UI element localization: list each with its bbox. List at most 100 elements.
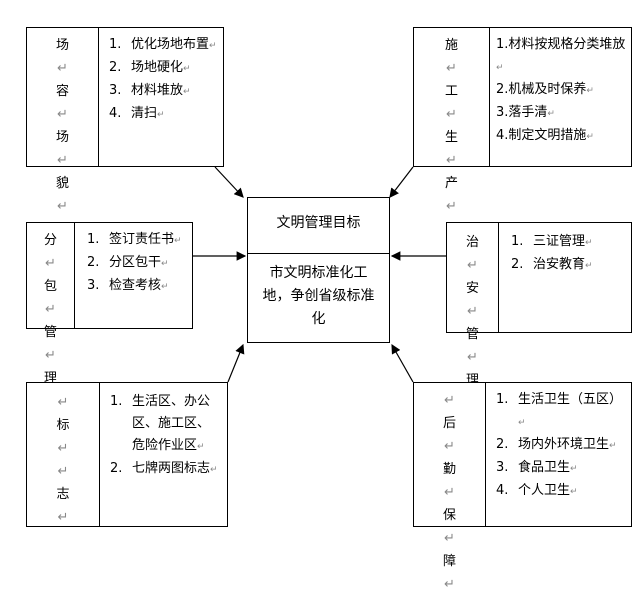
box-label: 场↵ 容↵ 场↵ 貌↵ — [27, 28, 99, 214]
list-item: 4.制定文明措施↵ — [496, 128, 594, 143]
paragraph-mark-icon: ↵ — [444, 531, 455, 546]
box-construction-production: 施↵ 工↵ 生↵ 产↵ 1.材料按规格分类堆放↵ 2.机械及时保养↵ 3.落手清… — [413, 27, 632, 214]
label-char: 管↵ — [447, 323, 498, 369]
list-item: 2.分区包干↵ — [87, 255, 169, 270]
list-item: 2.场内外环境卫生↵ — [496, 437, 617, 452]
paragraph-mark-icon: ↵ — [174, 236, 182, 246]
paragraph-mark-icon: ↵ — [586, 132, 594, 142]
paragraph-mark-icon: ↵ — [570, 487, 578, 497]
label-char: 后↵ — [414, 412, 485, 458]
label-char: ↵ — [414, 389, 485, 412]
list-item: 2.机械及时保养↵ — [496, 82, 594, 97]
label-char: 生↵ — [414, 126, 489, 172]
center-title: 文明管理目标 — [276, 215, 361, 231]
paragraph-mark-icon: ↵ — [446, 61, 457, 76]
paragraph-mark-icon: ↵ — [57, 464, 69, 479]
paragraph-mark-icon: ↵ — [585, 261, 593, 271]
paragraph-mark-icon: ↵ — [547, 109, 555, 119]
paragraph-mark-icon: ↵ — [496, 63, 504, 73]
list-item: 3.食品卫生↵ — [496, 460, 578, 475]
paragraph-mark-icon: ↵ — [586, 86, 594, 96]
label-char: 治↵ — [447, 231, 498, 277]
center-body: 市文明标准化工地，争创省级标准化 — [262, 265, 375, 327]
list-item: 1.优化场地布置↵ — [109, 37, 217, 52]
list-item: 1.生活卫生（五区）↵ — [496, 392, 623, 428]
box-security-management: 治↵ 安↵ 管↵ 理↵ 1.三证管理↵ 2.治安教育↵ — [446, 222, 632, 411]
arrow-top-right — [389, 166, 414, 198]
paragraph-mark-icon: ↵ — [57, 510, 69, 525]
label-char: 工↵ — [414, 80, 489, 126]
label-char: 施↵ — [414, 34, 489, 80]
label-char: ↵ — [27, 460, 99, 483]
box-label: 施↵ 工↵ 生↵ 产↵ — [414, 28, 490, 214]
paragraph-mark-icon: ↵ — [585, 238, 593, 248]
list-item: 3.检查考核↵ — [87, 278, 169, 293]
label-char: 保↵ — [414, 504, 485, 550]
paragraph-mark-icon: ↵ — [45, 256, 56, 271]
paragraph-mark-icon: ↵ — [183, 64, 191, 74]
box-subcontract-management: 分↵ 包↵ 管↵ 理↵ 1.签订责任书↵ 2.分区包干↵ 3.检查考核↵ — [26, 222, 193, 409]
list-item: 1.三证管理↵ — [511, 234, 593, 249]
box-list: 1.三证管理↵ 2.治安教育↵ — [499, 223, 631, 332]
paragraph-mark-icon: ↵ — [446, 199, 457, 214]
arrow-top-left — [214, 166, 244, 198]
box-label: 治↵ 安↵ 管↵ 理↵ — [447, 223, 499, 411]
paragraph-mark-icon: ↵ — [57, 153, 68, 168]
paragraph-mark-icon: ↵ — [446, 107, 457, 122]
label-char: 包↵ — [27, 275, 74, 321]
center-goal-box: 文明管理目标 市文明标准化工地，争创省级标准化 — [247, 197, 390, 343]
list-item: 2.场地硬化↵ — [109, 60, 191, 75]
paragraph-mark-icon: ↵ — [210, 465, 218, 475]
list-item: 1.生活区、办公区、施工区、危险作业区↵ — [110, 394, 211, 453]
paragraph-mark-icon: ↵ — [444, 393, 455, 408]
box-site-appearance: 场↵ 容↵ 场↵ 貌↵ 1.优化场地布置↵ 2.场地硬化↵ 3.材料堆放↵ 4.… — [26, 27, 224, 214]
box-label: 分↵ 包↵ 管↵ 理↵ — [27, 223, 75, 409]
paragraph-mark-icon: ↵ — [467, 258, 478, 273]
paragraph-mark-icon: ↵ — [57, 199, 68, 214]
paragraph-mark-icon: ↵ — [45, 302, 56, 317]
paragraph-mark-icon: ↵ — [444, 485, 455, 500]
box-logistics-support: ↵ 后↵ 勤↵ 保↵ 障↵ 1.生活卫生（五区）↵ 2.场内外环境卫生↵ 3.食… — [413, 382, 632, 592]
label-char: 勤↵ — [414, 458, 485, 504]
paragraph-mark-icon: ↵ — [161, 259, 169, 269]
arrow-bottom-right — [391, 343, 414, 383]
paragraph-mark-icon: ↵ — [45, 348, 56, 363]
box-list: 1.生活卫生（五区）↵ 2.场内外环境卫生↵ 3.食品卫生↵ 4.个人卫生↵ — [486, 383, 631, 526]
label-char: 貌↵ — [27, 172, 98, 218]
list-item: 1.签订责任书↵ — [87, 232, 182, 247]
paragraph-mark-icon: ↵ — [444, 439, 455, 454]
arrow-bottom-left — [227, 343, 245, 383]
paragraph-mark-icon: ↵ — [57, 107, 68, 122]
connector-arrows — [193, 166, 446, 383]
list-item: 3.落手清↵ — [496, 105, 555, 120]
paragraph-mark-icon: ↵ — [157, 110, 165, 120]
list-item: 2.治安教育↵ — [511, 257, 593, 272]
paragraph-mark-icon: ↵ — [570, 464, 578, 474]
paragraph-mark-icon: ↵ — [161, 282, 169, 292]
paragraph-mark-icon: ↵ — [518, 418, 526, 428]
list-item: 1.材料按规格分类堆放↵ — [496, 37, 626, 73]
label-char: ↵ — [27, 391, 99, 414]
paragraph-mark-icon: ↵ — [467, 304, 478, 319]
box-label: ↵ 后↵ 勤↵ 保↵ 障↵ — [414, 383, 486, 592]
label-char: 分↵ — [27, 229, 74, 275]
list-item: 4.清扫↵ — [109, 106, 165, 121]
paragraph-mark-icon: ↵ — [197, 442, 205, 452]
list-item: 3.材料堆放↵ — [109, 83, 191, 98]
paragraph-mark-icon: ↵ — [444, 577, 455, 592]
box-list: 1.材料按规格分类堆放↵ 2.机械及时保养↵ 3.落手清↵ 4.制定文明措施↵ — [490, 28, 631, 166]
paragraph-mark-icon: ↵ — [467, 350, 478, 365]
box-list: 1.优化场地布置↵ 2.场地硬化↵ 3.材料堆放↵ 4.清扫↵ — [99, 28, 223, 166]
paragraph-mark-icon: ↵ — [57, 441, 69, 456]
box-list: 1.生活区、办公区、施工区、危险作业区↵ 2.七牌两图标志↵ — [100, 383, 227, 526]
label-char: 场↵ — [27, 126, 98, 172]
list-item: 4.个人卫生↵ — [496, 483, 578, 498]
paragraph-mark-icon: ↵ — [609, 441, 617, 451]
list-item: 2.七牌两图标志↵ — [110, 461, 218, 476]
label-char: 障↵ — [414, 550, 485, 596]
label-char: 容↵ — [27, 80, 98, 126]
box-signage: ↵ 标↵ ↵ 志↵ 1.生活区、办公区、施工区、危险作业区↵ 2.七牌两图标志↵ — [26, 382, 228, 527]
label-char: 产↵ — [414, 172, 489, 218]
label-char: 标↵ — [27, 414, 99, 460]
paragraph-mark-icon: ↵ — [209, 41, 217, 51]
